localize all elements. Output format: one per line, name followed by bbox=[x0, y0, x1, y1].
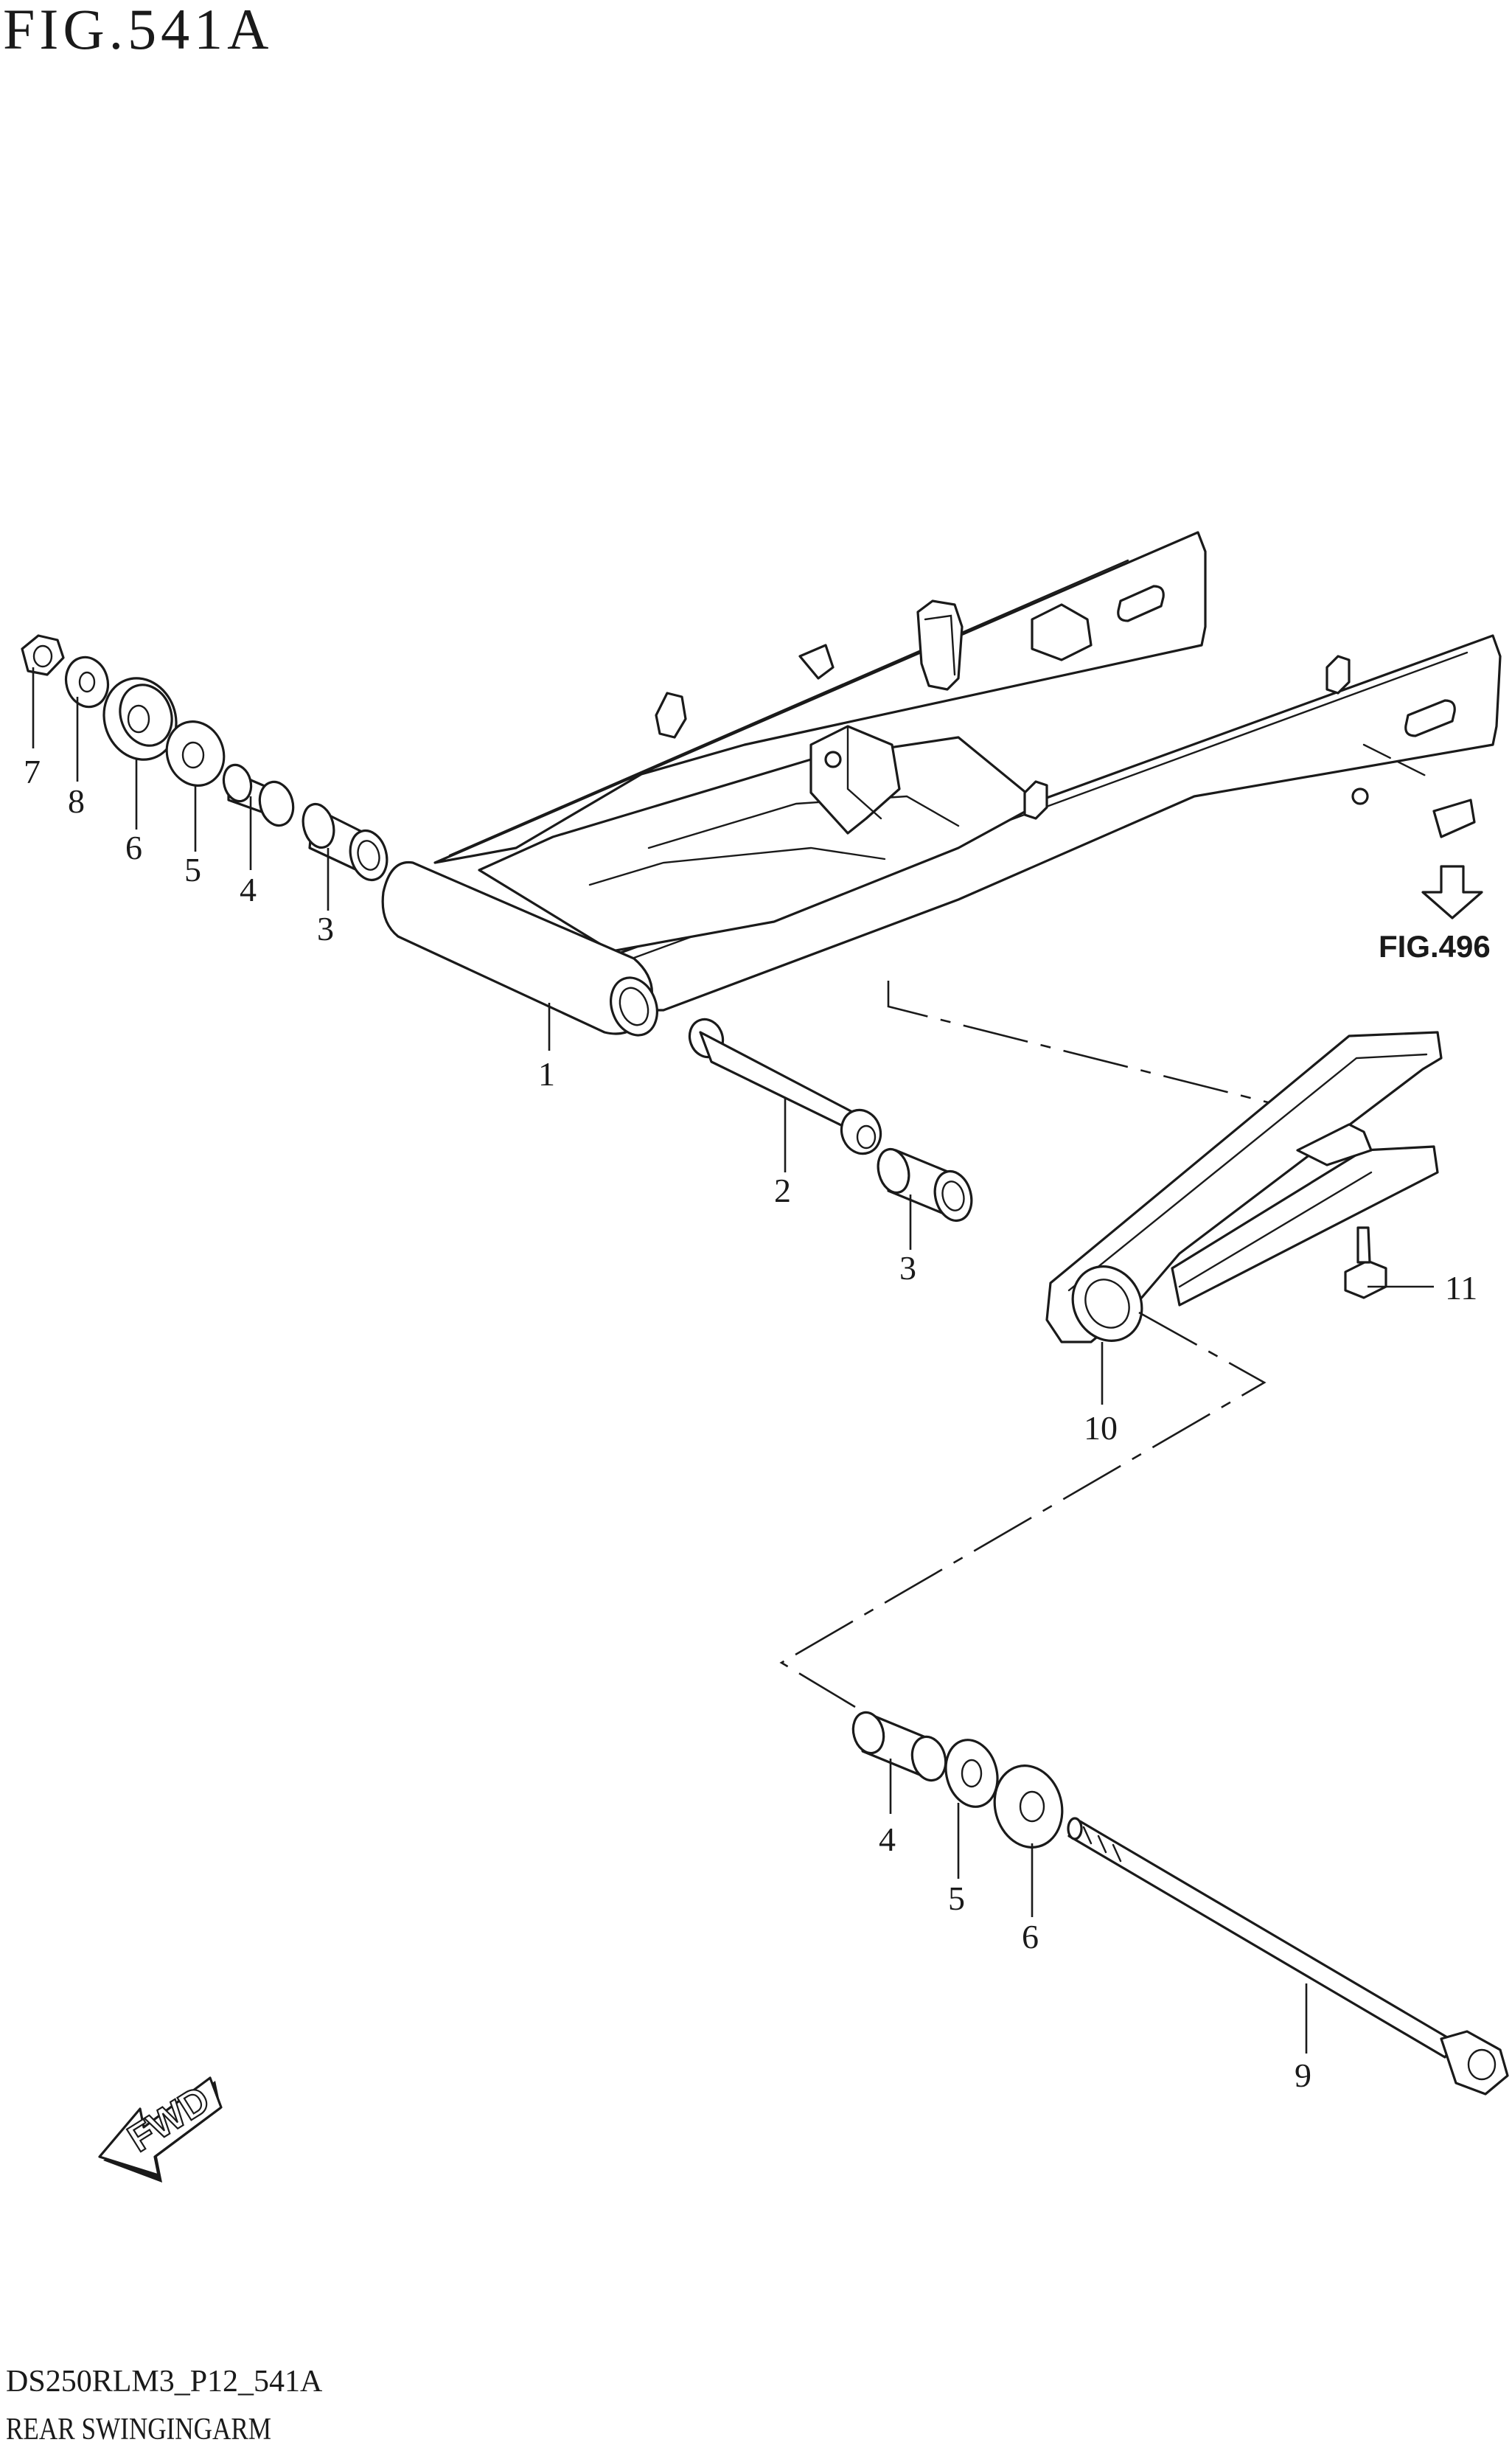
reference-fig-496 bbox=[1362, 743, 1483, 919]
part-3-bearing-lower bbox=[877, 1147, 973, 1223]
part-6-seal bbox=[102, 677, 178, 761]
part-9-pivot-shaft bbox=[1067, 1817, 1509, 2096]
callout-6: 6 bbox=[125, 829, 142, 866]
callout-3-lower: 3 bbox=[899, 1249, 916, 1287]
part-3-bearing-upper bbox=[302, 802, 389, 882]
part-8-washer bbox=[64, 656, 110, 709]
part-5-washer bbox=[165, 720, 226, 787]
reference-label: FIG.496 bbox=[1379, 929, 1491, 964]
part-6-seal-lower bbox=[993, 1764, 1064, 1849]
callouts: 7 8 6 5 4 3 1 2 3 11 10 4 5 6 9 bbox=[24, 753, 1477, 2094]
callout-4-lower: 4 bbox=[879, 1821, 896, 1858]
callout-2: 2 bbox=[774, 1172, 791, 1209]
figure-title: FIG.541A bbox=[3, 0, 274, 61]
model-code: DS250RLM3_P12_541A bbox=[6, 2365, 323, 2399]
callout-7: 7 bbox=[24, 753, 41, 790]
callout-3: 3 bbox=[317, 910, 334, 947]
forward-arrow-icon: FWD bbox=[98, 2076, 223, 2183]
alignment-line-upper bbox=[887, 981, 1269, 1104]
leader-lines bbox=[32, 667, 1434, 2054]
callout-11: 11 bbox=[1445, 1269, 1477, 1307]
part-4-spacer-lower bbox=[851, 1711, 947, 1782]
callout-4: 4 bbox=[240, 871, 257, 908]
callout-8: 8 bbox=[68, 782, 85, 820]
part-4-spacer bbox=[222, 763, 295, 827]
alignment-line-lower bbox=[779, 1311, 1267, 1708]
part-2-pivot-collar bbox=[688, 1018, 882, 1155]
part-7-nut bbox=[21, 634, 65, 676]
callout-10: 10 bbox=[1084, 1409, 1118, 1447]
part-5-washer-lower bbox=[944, 1739, 999, 1808]
callout-5: 5 bbox=[184, 851, 201, 889]
part-11-bolt bbox=[1344, 1226, 1387, 1299]
callout-1: 1 bbox=[538, 1055, 555, 1093]
part-10-chain-guide bbox=[1045, 1031, 1443, 1343]
callout-9: 9 bbox=[1295, 2056, 1311, 2094]
swingarm-part-1 bbox=[381, 531, 1502, 1037]
callout-5-lower: 5 bbox=[948, 1880, 965, 1917]
callout-6-lower: 6 bbox=[1022, 1918, 1039, 1955]
section-name: REAR SWINGINGARM bbox=[6, 2413, 271, 2447]
